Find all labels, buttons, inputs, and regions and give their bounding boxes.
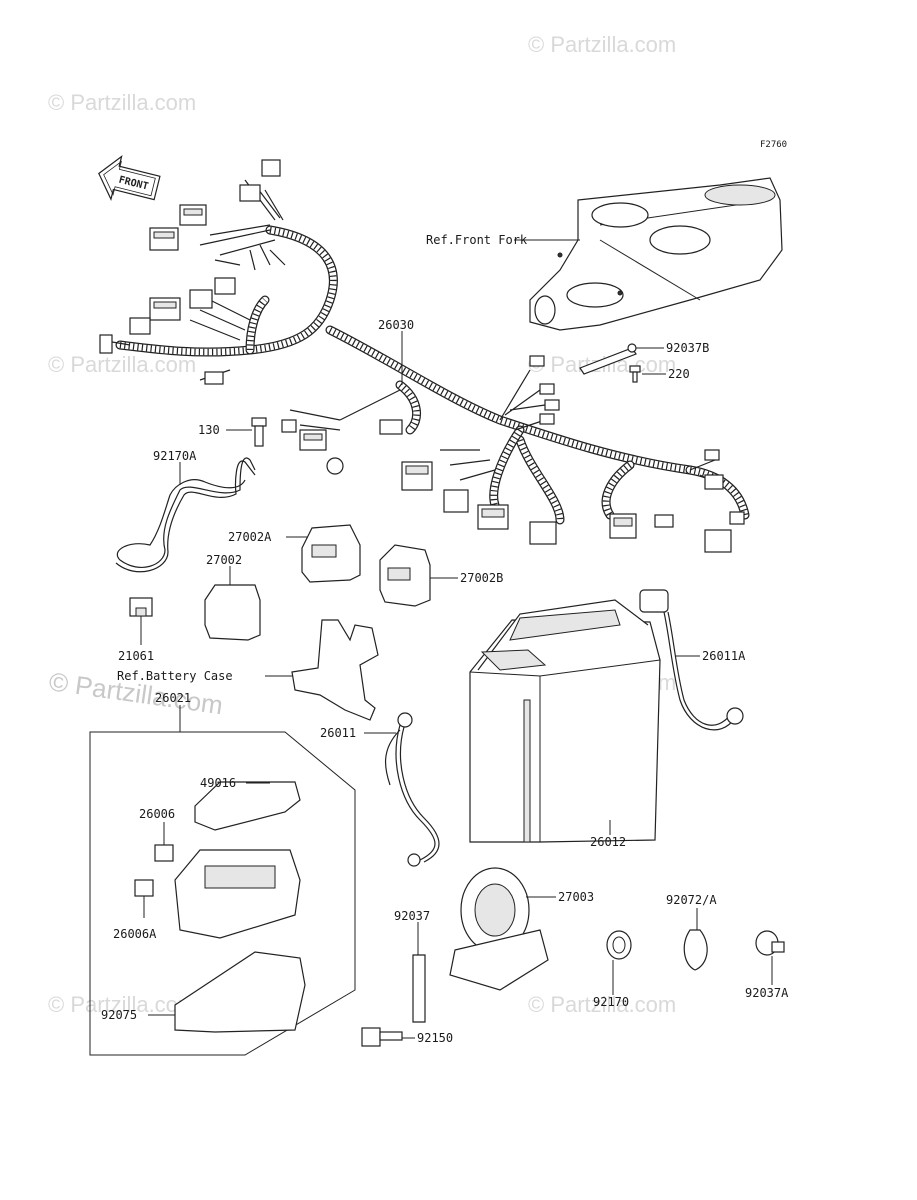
label-26030: 26030 [378,318,414,332]
label-130: 130 [198,423,220,437]
label-26011A: 26011A [702,649,746,663]
screw-220 [629,365,641,383]
junction-box-kit-outline [89,731,356,1056]
label-92075: 92075 [101,1008,137,1022]
front-arrow-icon: FRONT [98,154,161,201]
battery-lead-26011A [639,589,744,731]
main-wiring-harness [99,179,750,525]
band-92072A [683,929,708,971]
battery-case-bracket [291,619,379,721]
label-27002A: 27002A [228,530,272,544]
bolt-92150 [361,1027,403,1047]
label-49016: 49016 [200,776,236,790]
label-26021: 26021 [155,691,191,705]
label-27003: 27003 [558,890,594,904]
cover-92075 [174,951,306,1033]
clamp-92037B [579,343,637,375]
fuse-26006A [134,879,154,897]
label-27002: 27002 [206,553,242,567]
label-26006A: 26006A [113,927,157,941]
figure-code: F2760 [760,140,787,150]
label-21061: 21061 [118,649,154,663]
label-26012: 26012 [590,835,626,849]
clamp-92037A [755,930,785,956]
harness-connectors [99,159,745,553]
label-ref-battery-case: Ref.Battery Case [117,669,233,683]
label-92037B: 92037B [666,341,709,355]
relay-27002A [301,524,361,583]
watermark: © Partzilla.com [48,352,196,377]
label-26006: 26006 [139,807,175,821]
battery-lead-26011 [384,712,440,867]
label-26011: 26011 [320,726,356,740]
label-92037: 92037 [394,909,430,923]
watermark: © Partzilla.com [48,992,196,1017]
horn-27003 [449,867,549,991]
label-27002B: 27002B [460,571,503,585]
label-92170A: 92170A [153,449,197,463]
label-92037A: 92037A [745,986,789,1000]
front-fork-bracket [529,177,783,331]
relay-27002B [379,544,431,607]
diode-21061 [129,597,153,617]
battery-26012 [469,599,661,843]
label-220: 220 [668,367,690,381]
junction-box [174,849,301,939]
label-92170: 92170 [593,995,629,1009]
label-92150: 92150 [417,1031,453,1045]
label-ref-front-fork: Ref.Front Fork [426,233,528,247]
bolt-130 [251,417,267,447]
watermark: © Partzilla.com [528,32,676,57]
clamp-92170 [606,930,632,960]
fuse-26006 [154,844,174,862]
clamp-92170A [116,457,256,569]
bracket-92037 [412,954,426,1023]
relay-27002 [204,584,261,641]
label-92072A: 92072/A [666,893,717,907]
cover-49016 [194,781,301,831]
watermark: © Partzilla.com [48,90,196,115]
watermark: © Partzilla.com [528,992,676,1017]
